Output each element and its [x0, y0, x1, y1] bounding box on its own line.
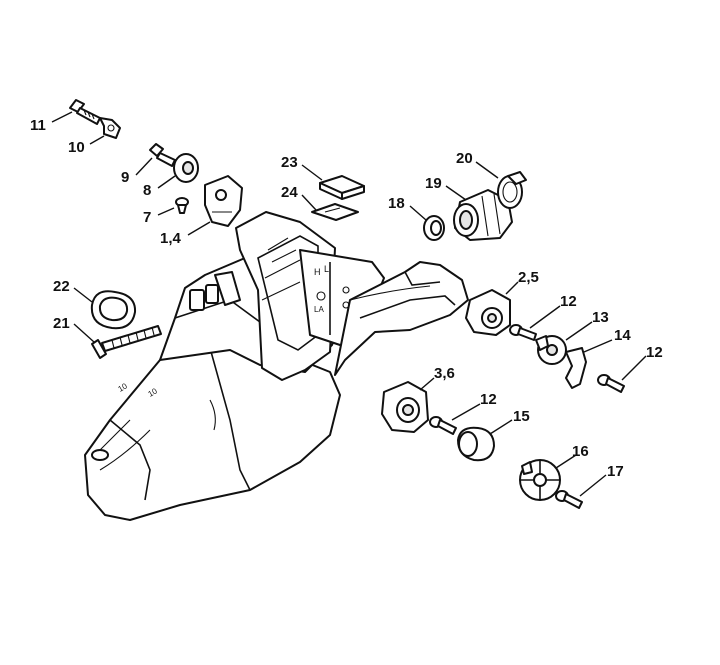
part-9-screw — [149, 143, 176, 167]
callout-14: 14 — [614, 327, 631, 344]
part-21-stud — [91, 325, 162, 359]
callout-2-5: 2,5 — [518, 269, 539, 286]
callout-10: 10 — [68, 139, 85, 156]
part-3-6-buffer — [381, 381, 429, 433]
leader-lines — [51, 111, 647, 497]
part-18-ring — [423, 215, 445, 241]
callout-12c: 12 — [480, 391, 497, 408]
part-24-bracket — [311, 203, 359, 221]
mark-l: L — [324, 264, 329, 274]
part-14-clip — [565, 347, 587, 389]
callout-16: 16 — [572, 443, 589, 460]
callout-labels: 11 10 9 8 7 1,4 23 24 20 19 18 22 21 2,5… — [30, 117, 663, 480]
callout-19: 19 — [425, 175, 442, 192]
part-8-grommet — [173, 153, 199, 183]
callout-8: 8 — [143, 182, 151, 199]
part-2-5-buffer — [465, 289, 511, 336]
part-17-screw — [555, 490, 583, 509]
part-20-clamp — [497, 171, 527, 209]
callout-18: 18 — [388, 195, 405, 212]
callout-23: 23 — [281, 154, 298, 171]
callout-17: 17 — [607, 463, 624, 480]
part-16-disc — [519, 459, 561, 501]
part-15-cap — [457, 426, 495, 462]
engine-housing: H L LA 10 10 — [84, 211, 469, 521]
callout-22: 22 — [53, 278, 70, 295]
part-12c-screw — [429, 416, 457, 435]
callout-24: 24 — [281, 184, 298, 201]
callout-3-6: 3,6 — [434, 365, 455, 382]
part-13-bracket — [535, 335, 567, 365]
callout-13: 13 — [592, 309, 609, 326]
mark-h: H — [314, 267, 321, 277]
callout-20: 20 — [456, 150, 473, 167]
callout-12a: 12 — [560, 293, 577, 310]
mark-la: LA — [314, 305, 324, 314]
callout-11: 11 — [30, 117, 46, 134]
part-12b-screw — [597, 374, 625, 393]
part-1-4-cover — [204, 175, 243, 227]
mark-10a: 10 — [117, 381, 130, 394]
callout-12b: 12 — [646, 344, 663, 361]
callout-1-4: 1,4 — [160, 230, 182, 247]
callout-21: 21 — [53, 315, 70, 332]
part-19-manifold — [453, 189, 513, 241]
part-10-clip — [99, 117, 121, 139]
part-12a-screw — [509, 324, 537, 341]
callout-9: 9 — [121, 169, 129, 186]
part-23-pad — [319, 175, 365, 200]
part-22-gasket — [90, 290, 137, 330]
callout-15: 15 — [513, 408, 530, 425]
part-7-screw — [175, 197, 189, 214]
callout-7: 7 — [143, 209, 151, 226]
part-11-screw — [69, 99, 101, 125]
